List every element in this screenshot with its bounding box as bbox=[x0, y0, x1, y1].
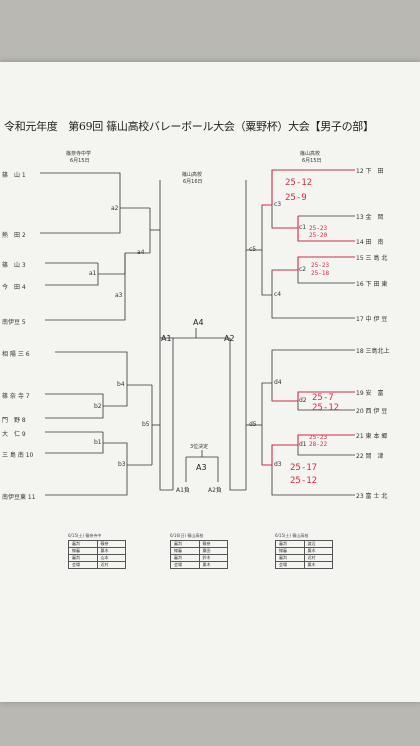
venue-right-name: 篠山高校 bbox=[300, 151, 321, 157]
match-A1: A1 bbox=[161, 334, 172, 343]
left-team-8: 門 野 8 bbox=[2, 417, 26, 424]
table-1-caption: 6/15(土) 篠奈寺中 bbox=[68, 533, 102, 538]
match-d3: d3 bbox=[274, 461, 282, 468]
right-team-23: 23 富 士 北 bbox=[356, 493, 388, 500]
match-b1: b1 bbox=[94, 439, 102, 446]
match-a4: a4 bbox=[137, 249, 145, 256]
match-b2: b2 bbox=[94, 403, 102, 410]
right-team-13: 13 金 岡 bbox=[356, 214, 384, 221]
right-team-22: 22 岡 津 bbox=[356, 453, 384, 460]
venue-right-date: 6月15日 bbox=[302, 158, 322, 164]
score-d2-bottom: 25-12 bbox=[312, 403, 340, 413]
right-team-15: 15 三 島 北 bbox=[356, 255, 388, 262]
left-team-4: 今 田 4 bbox=[2, 284, 26, 291]
third-place-label: 3位決定 bbox=[190, 444, 209, 450]
venue-left-name: 篠奈寺中学 bbox=[66, 151, 92, 157]
right-team-17: 17 中 伊 豆 bbox=[356, 316, 388, 323]
match-c3: c3 bbox=[274, 201, 282, 208]
match-d4: d4 bbox=[274, 379, 282, 386]
match-d5: d5 bbox=[249, 421, 257, 428]
left-team-1: 篠 山 1 bbox=[2, 172, 26, 179]
venue-center-date: 6月16日 bbox=[183, 179, 203, 185]
third-place-left: A1負 bbox=[176, 487, 190, 494]
right-team-14: 14 田 南 bbox=[356, 239, 384, 246]
score-d1-bottom: 28-22 bbox=[309, 441, 328, 448]
referee-table-1: 審判篠奈 線審粟木 審判山本 会場近村 bbox=[68, 540, 126, 569]
left-team-5: 南伊豆 5 bbox=[2, 319, 26, 326]
left-team-2: 熱 田 2 bbox=[2, 232, 26, 239]
score-c2-top: 25-23 bbox=[311, 262, 330, 269]
match-b5: b5 bbox=[142, 421, 150, 428]
match-A4: A4 bbox=[193, 318, 204, 327]
match-a2: a2 bbox=[111, 205, 119, 212]
left-team-6: 相 陽 三 6 bbox=[2, 351, 30, 358]
match-a1: a1 bbox=[89, 270, 97, 277]
match-c2: c2 bbox=[299, 266, 307, 273]
right-team-21: 21 東 本 郷 bbox=[356, 433, 388, 440]
right-team-16: 16 下 田 東 bbox=[356, 281, 388, 288]
match-A2: A2 bbox=[224, 334, 235, 343]
right-team-12: 12 下 田 bbox=[356, 168, 384, 175]
score-c1-top: 25-23 bbox=[309, 225, 328, 232]
third-place-right: A2負 bbox=[208, 487, 222, 494]
score-d3-top: 25-17 bbox=[290, 463, 318, 473]
score-c1-bottom: 25-20 bbox=[309, 232, 328, 239]
match-d2: d2 bbox=[299, 397, 307, 404]
left-team-11: 南伊豆東 11 bbox=[2, 494, 36, 501]
match-b4: b4 bbox=[117, 381, 125, 388]
score-d2-top: 25-7 bbox=[312, 393, 334, 403]
match-d1: d1 bbox=[299, 441, 307, 448]
tournament-title: 令和元年度 第69回 篠山高校バレーボール大会（粟野杯）大会【男子の部】 bbox=[4, 120, 374, 133]
table-2-caption: 6/16(日) 篠山高校 bbox=[170, 533, 204, 538]
score-c2-bottom: 25-18 bbox=[311, 270, 330, 277]
left-team-3: 篠 山 3 bbox=[2, 262, 26, 269]
right-team-19: 19 安 富 bbox=[356, 390, 384, 397]
venue-center-name: 篠山高校 bbox=[182, 172, 203, 178]
score-c3-top: 25-12 bbox=[285, 178, 313, 188]
right-team-18: 18 三島北上 bbox=[356, 348, 390, 355]
score-d1-top: 25-23 bbox=[309, 434, 328, 441]
match-c1: c1 bbox=[299, 224, 307, 231]
match-a3: a3 bbox=[115, 292, 123, 299]
match-c4: c4 bbox=[274, 291, 282, 298]
match-A3: A3 bbox=[196, 463, 207, 472]
match-c5: c5 bbox=[249, 246, 257, 253]
left-team-7: 篠 奈 寺 7 bbox=[2, 393, 30, 400]
table-3-caption: 6/15(土) 篠山高校 bbox=[275, 533, 309, 538]
left-team-9: 大 仁 9 bbox=[2, 431, 26, 438]
match-b3: b3 bbox=[118, 461, 126, 468]
referee-table-2: 審判篠奈 線審粟田 審判鈴木 会場粟木 bbox=[170, 540, 228, 569]
score-c3-bottom: 25-9 bbox=[285, 193, 307, 203]
right-team-20: 20 西 伊 豆 bbox=[356, 408, 388, 415]
left-team-10: 三 島 南 10 bbox=[2, 452, 34, 459]
score-d3-bottom: 25-12 bbox=[290, 476, 318, 486]
referee-table-3: 審判渡辺 線審粟木 審判近村 会場粟木 bbox=[275, 540, 333, 569]
venue-left-date: 6月15日 bbox=[70, 158, 90, 164]
bracket-sheet bbox=[0, 62, 420, 702]
